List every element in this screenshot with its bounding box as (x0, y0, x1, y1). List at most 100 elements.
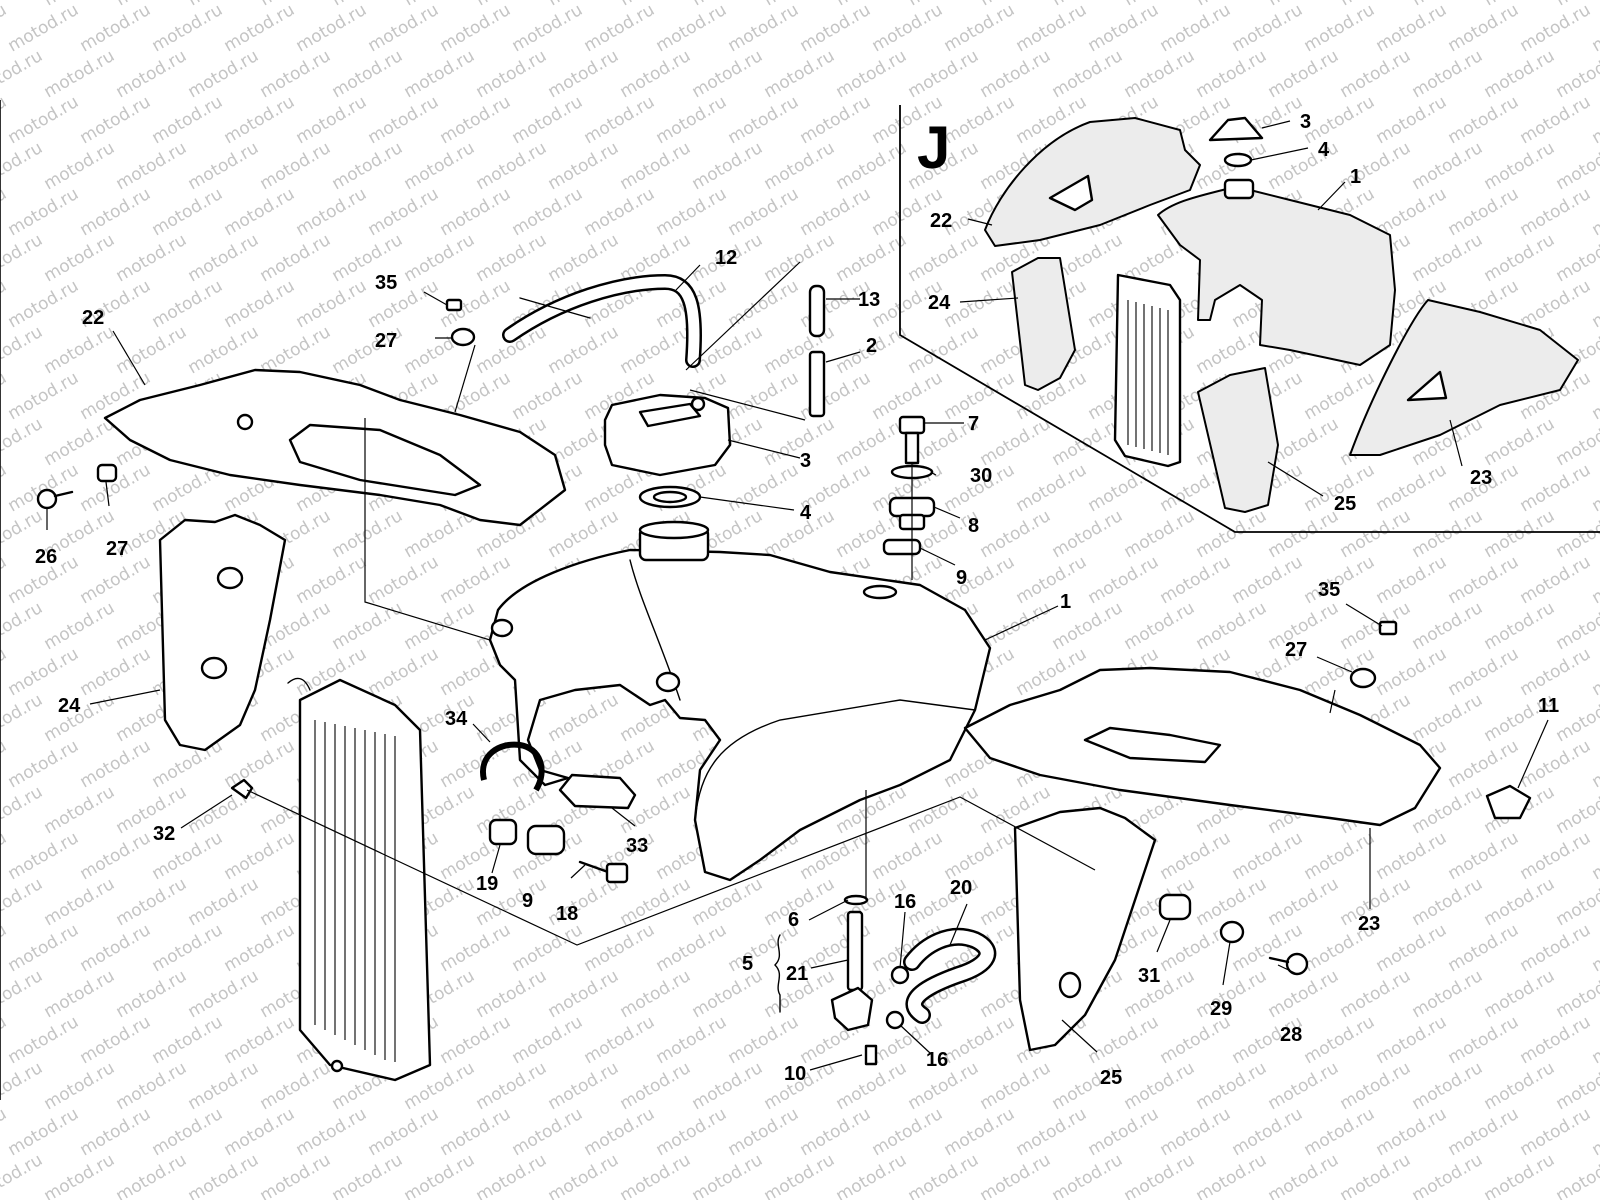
inset-tank-1 (1157, 187, 1396, 366)
watermark-text: motod.ru (293, 1104, 371, 1160)
watermark-text: motod.ru (905, 1150, 983, 1200)
bolt-7-head (898, 415, 926, 435)
clip-nut-11 (1485, 784, 1532, 820)
inset-callout-23: 23 (1470, 467, 1492, 489)
watermark-text: motod.ru (0, 1196, 10, 1200)
watermark-text: motod.ru (77, 1104, 155, 1160)
watermark-text: motod.ru (1589, 1196, 1600, 1200)
watermark-text: motod.ru (185, 966, 263, 1022)
watermark-text: motod.ru (77, 644, 155, 700)
watermark-text: motod.ru (1337, 46, 1415, 102)
watermark-text: motod.ru (0, 1150, 46, 1200)
watermark-text: motod.ru (653, 1104, 731, 1160)
watermark-text: motod.ru (581, 184, 659, 240)
watermark-text: motod.ru (401, 46, 479, 102)
watermark-text: motod.ru (797, 1104, 875, 1160)
watermark-text: motod.ru (5, 184, 83, 240)
watermark-text: motod.ru (437, 1104, 515, 1160)
watermark-text: motod.ru (1373, 1104, 1451, 1160)
watermark-text: motod.ru (545, 230, 623, 286)
watermark-text: motod.ru (1445, 920, 1523, 976)
watermark-text: motod.ru (149, 920, 227, 976)
watermark-text: motod.ru (1301, 828, 1379, 884)
watermark-text: motod.ru (581, 1012, 659, 1068)
watermark-text: motod.ru (1589, 184, 1600, 240)
tank-cap-nipple (690, 396, 706, 412)
watermark-text: motod.ru (1517, 184, 1595, 240)
inset-shroud-23-window (1406, 370, 1448, 402)
watermark-text: motod.ru (1337, 0, 1415, 10)
watermark-text: motod.ru (149, 1104, 227, 1160)
watermark-text: motod.ru (5, 920, 83, 976)
watermark-text: motod.ru (1481, 1058, 1559, 1114)
watermark-text: motod.ru (1301, 1196, 1379, 1200)
watermark-text: motod.ru (0, 874, 46, 930)
watermark-text: motod.ru (653, 920, 731, 976)
callout-11: 11 (1538, 695, 1559, 717)
watermark-text: motod.ru (905, 0, 983, 10)
watermark-text: motod.ru (5, 1196, 83, 1200)
watermark-text: motod.ru (977, 46, 1055, 102)
watermark-text: motod.ru (1373, 828, 1451, 884)
screw-35 (445, 298, 463, 312)
inset-letter: J (917, 114, 950, 181)
watermark-text: motod.ru (365, 552, 443, 608)
washer-29 (1219, 920, 1245, 944)
watermark-text: motod.ru (1553, 230, 1600, 286)
watermark-text: motod.ru (77, 184, 155, 240)
watermark-text: motod.ru (905, 782, 983, 838)
watermark-text: motod.ru (0, 230, 46, 286)
callout-20: 20 (950, 877, 972, 899)
watermark-text: motod.ru (77, 920, 155, 976)
watermark-text: motod.ru (473, 230, 551, 286)
watermark-text: motod.ru (1229, 552, 1307, 608)
watermark-text: motod.ru (1481, 46, 1559, 102)
watermark-text: motod.ru (941, 552, 1019, 608)
watermark-text: motod.ru (833, 138, 911, 194)
watermark-text: motod.ru (0, 598, 46, 654)
watermark-text: motod.ru (1553, 138, 1600, 194)
watermark-text: motod.ru (1445, 0, 1523, 56)
watermark-text: motod.ru (1013, 0, 1091, 56)
screw-10 (864, 1044, 878, 1066)
inset-callout-25: 25 (1334, 493, 1356, 515)
watermark-text: motod.ru (1373, 92, 1451, 148)
watermark-text: motod.ru (221, 736, 299, 792)
callout-26: 26 (35, 546, 57, 568)
grommet-31 (1158, 893, 1192, 921)
watermark-text: motod.ru (0, 690, 46, 746)
collar-9 (882, 538, 922, 556)
radiator-drain (330, 1059, 344, 1073)
watermark-text: motod.ru (1409, 1150, 1487, 1200)
tank-rear-mount (862, 584, 898, 600)
callout-leaders (46, 264, 1549, 1071)
watermark-text: motod.ru (1085, 552, 1163, 608)
watermark-text: motod.ru (1193, 1058, 1271, 1114)
watermark-text: motod.ru (0, 322, 46, 378)
watermark-text: motod.ru (1409, 690, 1487, 746)
watermark-text: motod.ru (473, 0, 551, 10)
assembly-lines (246, 261, 1336, 946)
watermark-text: motod.ru (509, 92, 587, 148)
bolt-7-shank (904, 431, 920, 465)
watermark-text: motod.ru (365, 1196, 443, 1200)
watermark-text: motod.ru (1085, 460, 1163, 516)
watermark-text: motod.ru (833, 1150, 911, 1200)
watermark-text: motod.ru (617, 1058, 695, 1114)
watermark-text: motod.ru (149, 276, 227, 332)
watermark-text: motod.ru (1589, 1104, 1600, 1160)
o-ring-6 (843, 894, 869, 906)
watermark-text: motod.ru (581, 1104, 659, 1160)
watermark-text: motod.ru (725, 92, 803, 148)
fuel-cock-5 (830, 986, 874, 1032)
callout-13: 13 (858, 289, 880, 311)
side-guard-24 (158, 513, 287, 752)
watermark-text: motod.ru (293, 92, 371, 148)
watermark-text: motod.ru (1553, 506, 1600, 562)
watermark-text: motod.ru (761, 874, 839, 930)
watermark-text: motod.ru (437, 1196, 515, 1200)
watermark-text: motod.ru (77, 828, 155, 884)
inset-panel: J 3 4 1 (899, 105, 1600, 533)
watermark-text: motod.ru (5, 0, 83, 56)
watermark-text: motod.ru (257, 1058, 335, 1114)
